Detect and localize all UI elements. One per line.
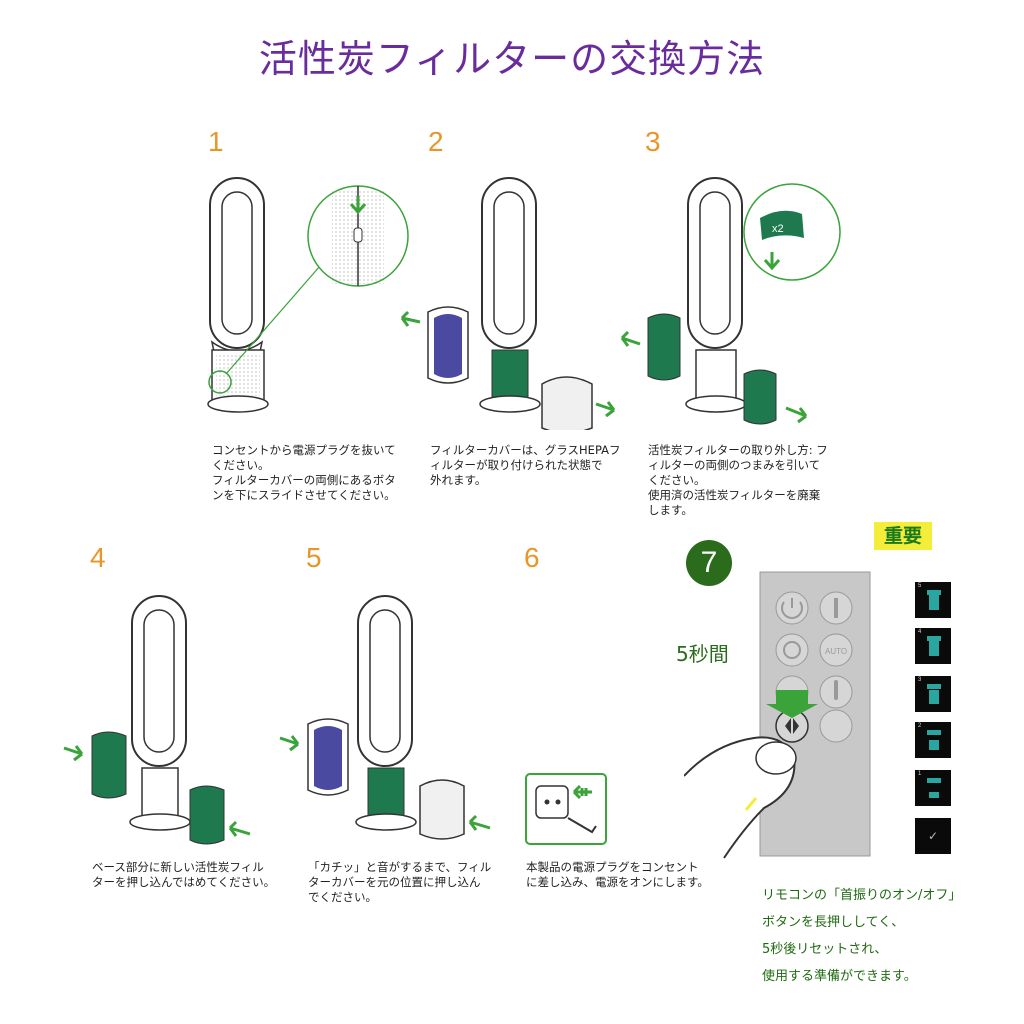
outlet-icon [535, 785, 569, 819]
arrow-right-icon [785, 406, 808, 424]
filter-level-tile: 3 [915, 676, 951, 712]
step-2-figure [400, 177, 616, 430]
step-6-number: 6 [524, 542, 540, 573]
arrow-left-icon [620, 330, 641, 347]
step-3-number: 3 [645, 126, 661, 157]
moon-icon [819, 709, 853, 743]
arrow-left-icon [400, 310, 421, 327]
important-badge: 重要 [874, 522, 932, 550]
step-5-figure [279, 595, 491, 840]
filter-level-tile: 1 [915, 770, 951, 806]
filter-level-tile: 4 [915, 628, 951, 664]
seconds-label: 5秒間 [676, 642, 729, 666]
page-title: 活性炭フィルターの交換方法 [258, 37, 766, 81]
step-1-number: 1 [208, 126, 224, 157]
step-5-number: 5 [306, 542, 322, 573]
remote-figure: AUTO [684, 571, 871, 859]
remote-control [759, 571, 871, 857]
arrow-down-icon [763, 252, 781, 271]
step-4-figure [63, 595, 251, 845]
step-3-caption: 活性炭フィルターの取り外し方: フ ィルターの両側のつまみを引いて ください。 … [648, 443, 828, 517]
step-2-number: 2 [428, 126, 444, 157]
arrow-down-icon [349, 196, 367, 215]
arrow-left-icon [228, 820, 251, 837]
arrow-left-icon [572, 784, 592, 800]
fan-tower-icon [207, 177, 269, 413]
arrow-down-icon [766, 690, 818, 718]
arrow-right-icon [595, 401, 616, 418]
step-4-number: 4 [90, 542, 106, 573]
arrow-left-icon [468, 814, 491, 831]
step-1-figure [207, 177, 409, 413]
plug-icon [567, 817, 597, 834]
arrow-right-icon [63, 745, 84, 762]
step-7-badge: 7 [686, 540, 732, 586]
step-6-figure [525, 773, 607, 845]
step-1-caption: コンセントから電源プラグを抜いて ください。 フィルターカバーの両側にあるボタ … [212, 443, 396, 502]
step-3-figure: x2 [620, 177, 841, 425]
checkmark-icon: ✓ [915, 818, 951, 854]
svg-text:AUTO: AUTO [825, 647, 847, 656]
auto-button [819, 633, 853, 667]
filter-level-tile: 2 [915, 722, 951, 758]
step-6-caption: 本製品の電源プラグをコンセント に差し込み、電源をオンにします。 [526, 860, 709, 889]
step-2-caption: フィルターカバーは、グラスHEPAフ ィルターが取り付けられた状態で 外れます。 [430, 443, 621, 487]
step-5-caption: 「カチッ」と音がするまで、フィル ターカバーを元の位置に押し込ん でください。 [308, 860, 492, 904]
filter-level-tile: 5 [915, 582, 951, 618]
step-4-caption: ベース部分に新しい活性炭フィル ターを押し込んではめてください。 [92, 860, 276, 889]
arrow-right-icon [279, 735, 300, 752]
zoom-label: x2 [772, 223, 784, 235]
reset-instruction: リモコンの「首振りのオン/オフ」 ボタンを長押ししてく、 5秒後リセットされ、 … [762, 888, 962, 984]
